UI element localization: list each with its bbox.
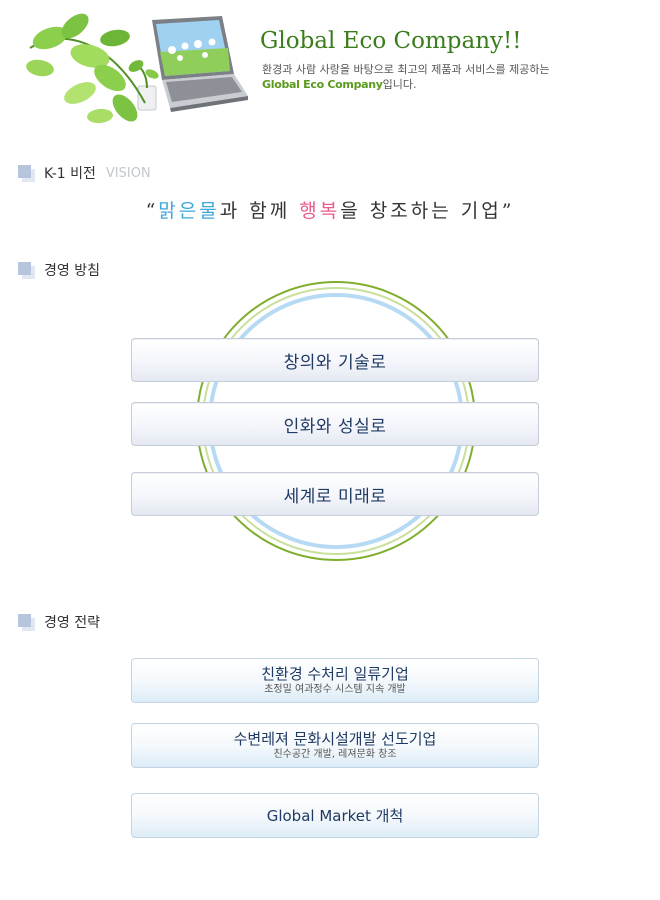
policy-item-label: 인화와 성실로: [283, 416, 387, 437]
company-brand-text: Global Eco Company: [262, 78, 383, 91]
strategy-item-title: 수변레져 문화시설개발 선도기업: [233, 730, 437, 748]
laptop-with-leaves-illustration: [26, 13, 248, 124]
policy-heading: 경영 방침: [18, 260, 100, 280]
square-bullet-icon: [18, 165, 35, 182]
slogan-text-2: 을 창조하는 기업: [340, 200, 502, 222]
policy-item-future: 세계로 미래로: [131, 472, 539, 516]
company-description: 환경과 사람 사랑을 바탕으로 최고의 제품과 서비스를 제공하는: [262, 63, 550, 76]
strategy-heading-text: 경영 전략: [44, 615, 100, 631]
vision-heading-en: VISION: [105, 165, 151, 181]
strategy-item-subtitle: 초정밀 여과정수 시스템 지속 개발: [264, 684, 406, 695]
company-description-tail: 입니다.: [382, 78, 417, 91]
strategy-heading: 경영 전략: [18, 612, 100, 632]
strategy-item-subtitle: 친수공간 개발, 레져문화 창조: [273, 749, 397, 760]
vision-heading: K-1 비전 VISION: [18, 163, 151, 183]
strategy-item-title: Global Market 개척: [266, 806, 404, 825]
policy-heading-text: 경영 방침: [44, 263, 100, 279]
strategy-item-global-market: Global Market 개척: [131, 793, 539, 838]
slogan-highlight-happiness: 행복: [299, 200, 341, 222]
quote-close: ”: [501, 200, 515, 222]
strategy-item-waterfront-leisure: 수변레져 문화시설개발 선도기업 친수공간 개발, 레져문화 창조: [131, 723, 539, 768]
strategy-item-water-treatment: 친환경 수처리 일류기업 초정밀 여과정수 시스템 지속 개발: [131, 658, 539, 703]
square-bullet-icon: [18, 262, 35, 279]
slogan-text-1: 과 함께: [219, 200, 300, 222]
vision-slogan: “맑은물과 함께 행복을 창조하는 기업”: [0, 196, 660, 223]
policy-item-harmony: 인화와 성실로: [131, 402, 539, 446]
company-title: Global Eco Company!!: [260, 28, 522, 54]
quote-open: “: [145, 200, 159, 222]
vision-heading-text: K-1 비전: [44, 166, 96, 182]
strategy-item-title: 친환경 수처리 일류기업: [261, 665, 409, 683]
square-bullet-icon: [18, 614, 35, 631]
company-description-2: Global Eco Company입니다.: [262, 77, 417, 92]
policy-item-label: 세계로 미래로: [283, 486, 387, 507]
slogan-highlight-water: 맑은물: [158, 200, 220, 222]
policy-item-label: 창의와 기술로: [283, 352, 387, 373]
policy-item-creativity: 창의와 기술로: [131, 338, 539, 382]
